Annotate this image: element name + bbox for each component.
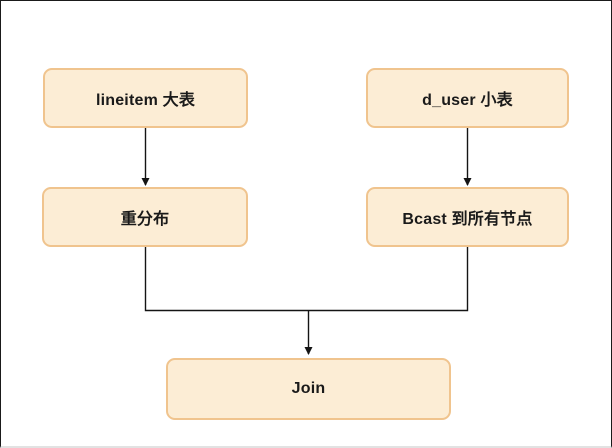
node-label: d_user 小表: [422, 92, 513, 109]
node-label: Bcast 到所有节点: [402, 211, 533, 228]
node-lineitem-table: lineitem 大表: [43, 68, 248, 128]
node-broadcast: Bcast 到所有节点: [366, 187, 569, 247]
node-join: Join: [166, 358, 451, 420]
node-label: lineitem 大表: [95, 92, 196, 109]
node-label: 重分布: [120, 211, 170, 228]
node-label: Join: [291, 380, 326, 397]
node-duser-table: d_user 小表: [366, 68, 569, 128]
edge-merge-bar: [144, 247, 469, 312]
node-redistribute: 重分布: [42, 187, 248, 247]
